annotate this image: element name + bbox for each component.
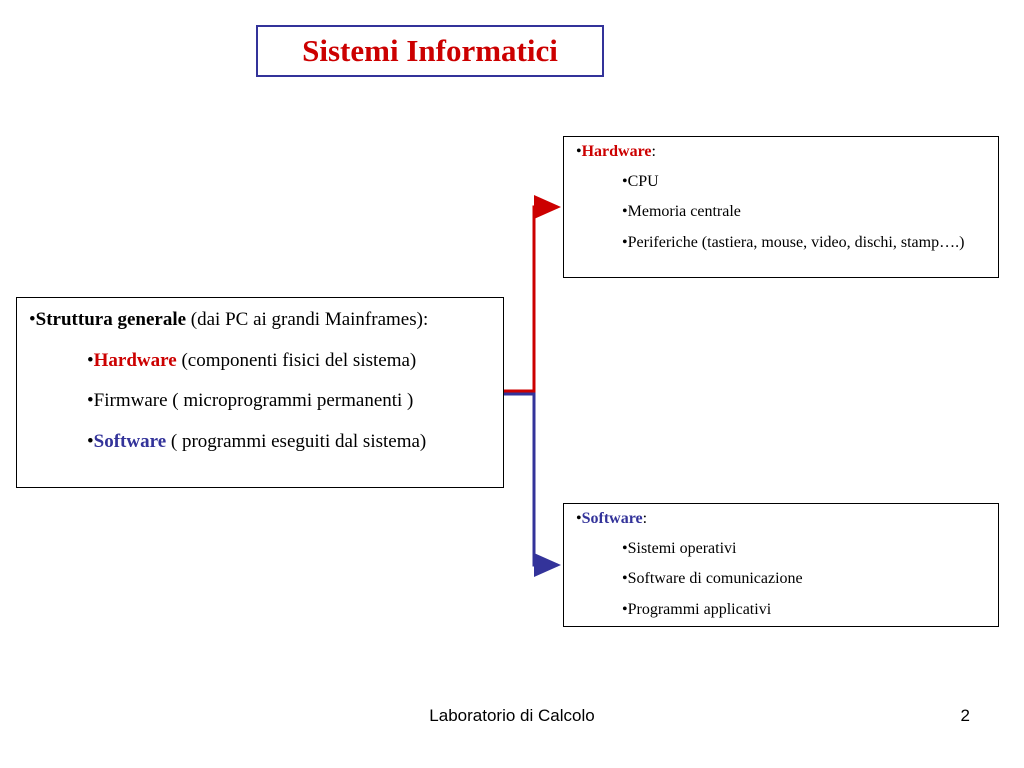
hardware-box: •Hardware: •CPU •Memoria centrale •Perif… <box>563 136 999 278</box>
footer-text: Laboratorio di Calcolo <box>429 706 595 725</box>
software-box: •Software: •Sistemi operativi •Software … <box>563 503 999 627</box>
structure-item-software: •Software ( programmi eseguiti dal siste… <box>87 431 427 453</box>
hardware-item: •Memoria centrale <box>622 203 741 221</box>
hardware-item: •CPU <box>622 173 659 191</box>
structure-heading-bold: Struttura generale <box>35 309 187 330</box>
structure-heading: •Struttura generale (dai PC ai grandi Ma… <box>29 309 429 330</box>
software-item: •Programmi applicativi <box>622 600 772 618</box>
structure-box: •Struttura generale (dai PC ai grandi Ma… <box>16 297 504 488</box>
software-item: •Sistemi operativi <box>622 540 737 558</box>
software-heading: •Software: <box>576 510 648 527</box>
title-box: Sistemi Informatici <box>256 25 604 77</box>
hardware-connector <box>504 195 561 393</box>
structure-heading-rest: (dai PC ai grandi Mainframes): <box>186 309 429 330</box>
structure-item-hardware: •Hardware (componenti fisici del sistema… <box>87 349 417 371</box>
slide-title: Sistemi Informatici <box>302 33 558 68</box>
software-connector <box>504 392 561 577</box>
structure-item-firmware: •Firmware ( microprogrammi permanenti ) <box>87 390 414 412</box>
software-item: •Software di comunicazione <box>622 570 803 588</box>
page-number: 2 <box>960 706 970 725</box>
hardware-heading: •Hardware: <box>576 143 656 160</box>
hardware-item: •Periferiche (tastiera, mouse, video, di… <box>622 233 965 251</box>
